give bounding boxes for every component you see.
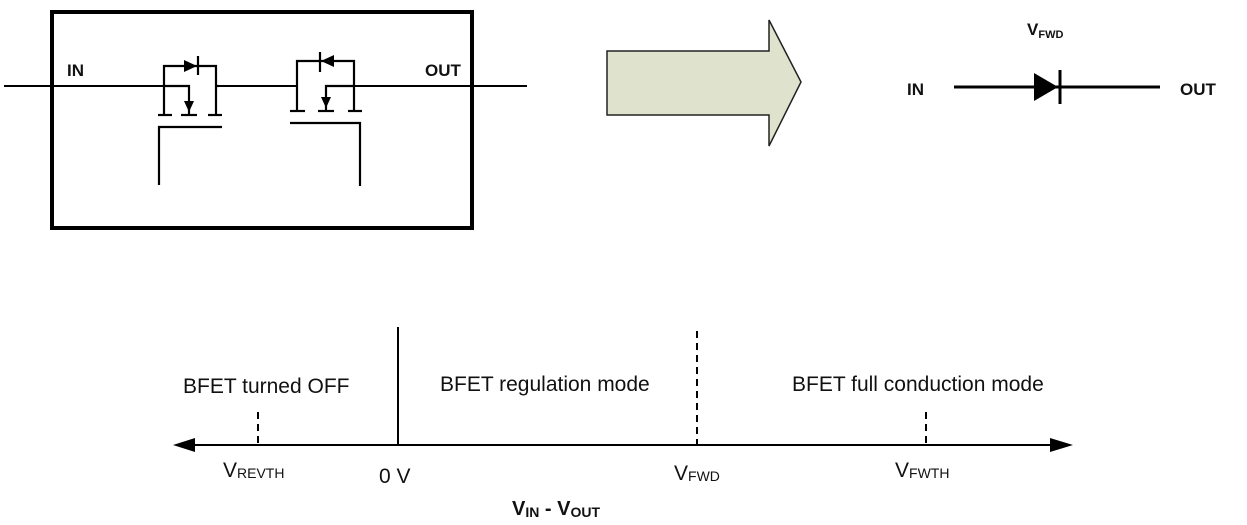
diode-equivalent: VFWD IN OUT [907, 20, 1217, 104]
block-in-label: IN [67, 61, 84, 80]
axis-title: VIN - VOUT [512, 498, 600, 520]
block-out-label: OUT [425, 61, 462, 80]
marker-label-vfwd: VFWD [674, 462, 720, 485]
diode-in-label: IN [907, 80, 924, 99]
fet-left-icon [157, 56, 222, 185]
region-label-regulation: BFET regulation mode [440, 373, 650, 396]
marker-label-0v: 0 V [379, 465, 411, 488]
mode-axis: BFET turned OFF BFET regulation mode BFE… [173, 327, 1073, 520]
marker-label-vfwth: VFWTH [895, 459, 949, 482]
fet-right-diode-arrow-icon [321, 55, 334, 67]
block-border [50, 10, 474, 230]
axis-right-arrow-icon [1050, 438, 1073, 452]
fet-left-diode-arrow-icon [184, 60, 197, 72]
region-label-off: BFET turned OFF [183, 375, 350, 398]
circuit-block: IN OUT [4, 10, 527, 230]
equivalence-arrow-icon [606, 19, 802, 147]
fet-right-source-arrow-icon [321, 97, 331, 108]
axis-left-arrow-icon [173, 438, 195, 452]
diode-triangle-icon [1034, 73, 1058, 101]
diode-vfwd-label: VFWD [1027, 20, 1063, 41]
fet-left-source-arrow-icon [184, 101, 194, 112]
diode-out-label: OUT [1180, 80, 1217, 99]
region-label-full-conduction: BFET full conduction mode [792, 373, 1044, 396]
marker-label-vrevth: VREVTH [223, 459, 284, 482]
fet-right-icon [290, 52, 362, 186]
